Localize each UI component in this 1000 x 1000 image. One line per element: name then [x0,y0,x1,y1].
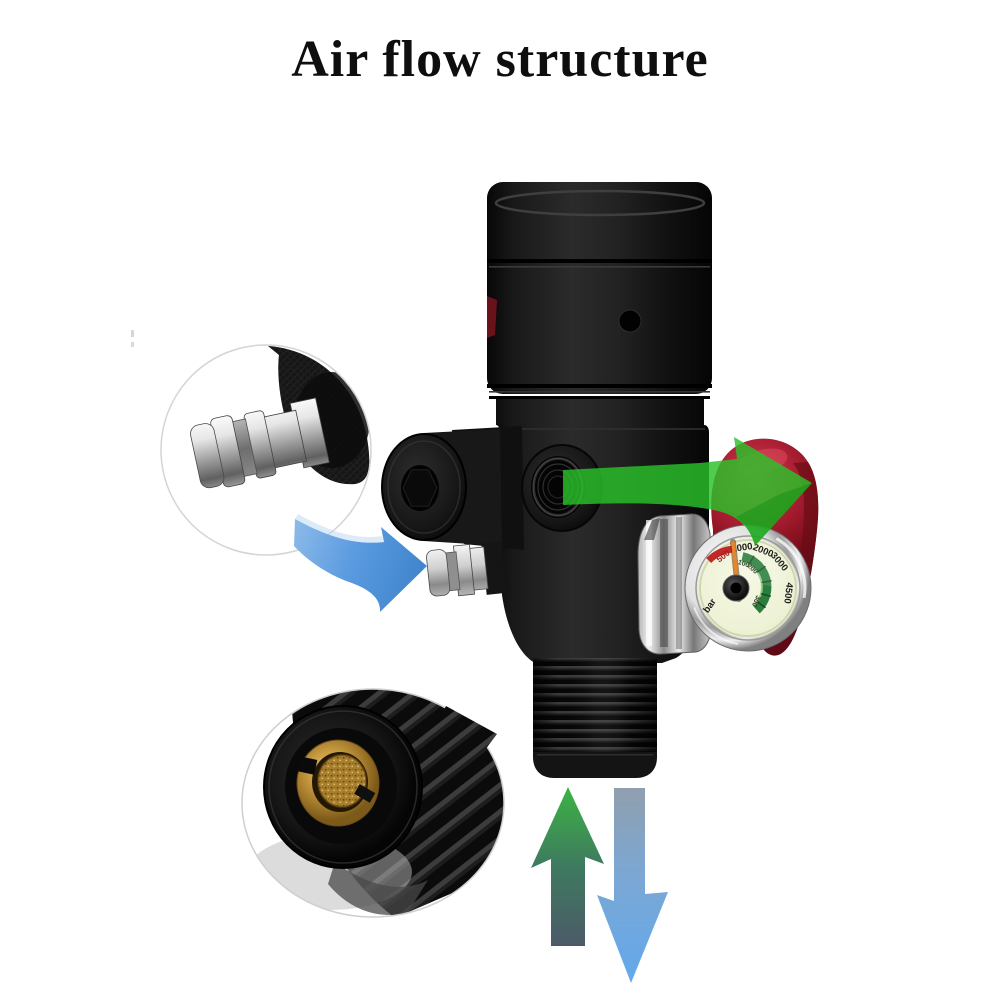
top-cap-highlight [494,189,706,217]
stem-bottom-band [533,752,657,778]
blue-down-arrow [597,788,668,983]
mag-threads-overflow [428,706,497,770]
blue-arrow-highlight [295,514,384,543]
pressure-gauge: 500 1000 2000 3000 4500 100 200 300 bar [684,524,812,652]
gauge-label-100: 100 [737,559,750,569]
mag-dark-wedge [328,862,428,915]
bottom-flow-arrows [531,787,668,983]
inset-bottom-circle [241,688,505,918]
lower-groove-1 [487,384,712,388]
green-arrow-body [563,437,812,546]
chrome-streak-highlight [646,520,652,646]
vent-hole-rim [618,309,642,333]
magnified-fill-nipple [190,346,370,489]
blue-flow-arrow [294,514,427,612]
blue-arrow-body [294,519,427,612]
threaded-stem [533,658,657,778]
inset-top-rim [160,344,372,556]
page-title: Air flow structure [291,31,709,88]
chrome-hex-shade [644,518,660,540]
mag-filter-speckle [318,755,366,807]
gauge-glass-glare [738,549,786,587]
lower-groove-sheen [489,391,710,393]
cap-groove [487,259,712,263]
green-flow-arrow [563,437,812,546]
mag-nipple-endcap [190,423,225,489]
inset-top-circle [160,344,372,556]
mag-brass-notch [296,756,318,775]
mag-brass-tab [354,784,376,803]
stem-band-sheen [537,754,653,756]
gauge-bezel-glare-bottom [693,607,739,646]
gauge-face-edge [699,539,797,637]
gauge-red-arc [706,545,733,564]
gauge-bezel-glare-top [775,537,807,599]
cap-groove-sheen [489,266,710,268]
gauge-green-arc-inner-edge [741,560,763,608]
side-port-face-rim [387,440,461,534]
inset-bottom-rim [241,688,505,918]
mag-face-ring-sheen [268,710,418,864]
body-logo-sliver [487,296,497,338]
hex-socket-flats [402,469,438,507]
fill-nipple [426,541,507,597]
green-up-arrow [531,787,604,946]
chrome-streak-1 [660,519,668,647]
gauge-segment-ticks [748,555,772,609]
lower-groove-2 [489,396,710,399]
top-cap [487,182,712,394]
nipple-endcap [426,549,451,597]
magnified-thread-filter [248,689,504,917]
neck-sheen [499,428,705,430]
magnified-nipple-metal [190,397,330,489]
chrome-streak-2 [676,517,682,649]
gauge-label-4500: 4500 [781,582,794,604]
side-port [381,426,524,550]
green-arrow-shade [736,483,812,546]
gauge-bezel-inner-ring [695,535,801,641]
gauge-green-arc [741,552,772,614]
gauge-label-300: 300 [750,594,761,608]
dust-specks [131,330,134,347]
gauge-hub-hole [730,582,742,594]
stem-shading [533,658,657,777]
mag-filter-shadow [317,754,367,808]
vent-hole [619,310,641,332]
